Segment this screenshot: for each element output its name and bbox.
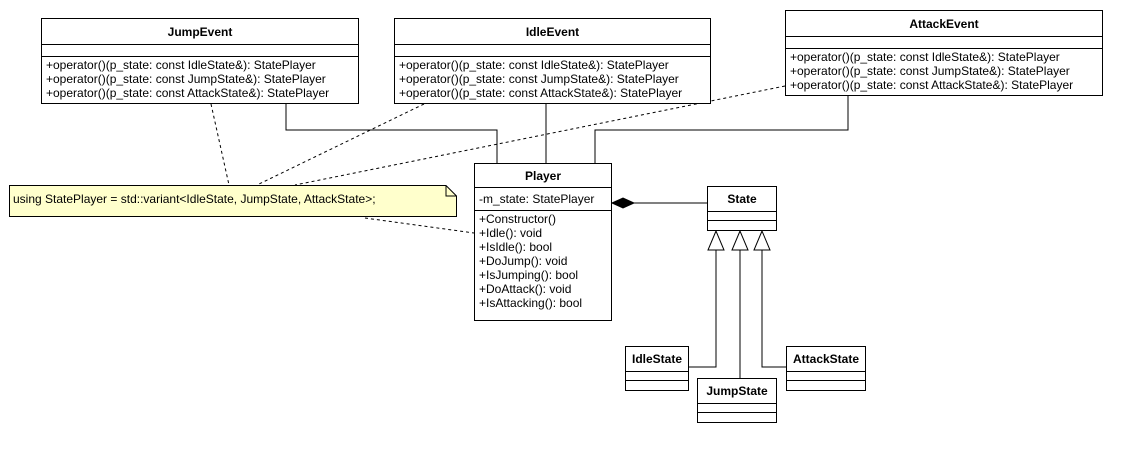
class-name: AttackEvent [786,11,1102,37]
attributes-compartment [42,45,358,57]
attributes-compartment [786,37,1102,49]
attackstate-generalization [761,250,786,368]
class-state[interactable]: State [707,186,777,231]
class-name: Player [475,164,611,188]
operation: +IsJumping(): bool [479,268,579,282]
operations-compartment [787,381,865,390]
note-anchor-attackevent [294,85,786,186]
inheritance-triangle-icon [753,229,771,251]
operation: +IsAttacking(): bool [479,296,583,310]
operation: +operator()(p_state: const JumpState&): … [399,72,679,86]
operations-compartment [698,413,776,422]
operations-compartment [708,221,776,230]
note-anchor-jumpevent [210,103,230,186]
note-folded-corner-icon [9,185,457,217]
attributes-compartment [787,372,865,381]
operation: +operator()(p_state: const IdleState&): … [399,58,669,72]
typedef-note: using StatePlayer = std::variant<IdleSta… [9,185,457,217]
operation: +IsIdle(): bool [479,240,553,254]
operations-compartment: +operator()(p_state: const IdleState&): … [42,57,358,101]
inheritance-triangle-icon [731,229,749,251]
operation: +Idle(): void [479,226,543,240]
class-idlestate[interactable]: IdleState [625,346,689,391]
class-name: IdleState [626,347,688,372]
operation: +Constructor() [479,212,557,226]
note-anchor-player [364,217,475,234]
operation: +operator()(p_state: const JumpState&): … [790,64,1070,78]
note-text: using StatePlayer = std::variant<IdleSta… [13,192,376,206]
class-name: JumpEvent [42,19,358,45]
attributes-compartment [626,372,688,381]
operation: +DoJump(): void [479,254,568,268]
operations-compartment: +Constructor() +Idle(): void +IsIdle(): … [475,211,611,311]
operation: +operator()(p_state: const IdleState&): … [46,58,316,72]
class-name: AttackState [787,347,865,372]
class-name: IdleEvent [395,19,710,45]
operation: +operator()(p_state: const IdleState&): … [790,50,1060,64]
attributes-compartment [708,212,776,221]
note-anchor-idleevent [256,103,425,186]
class-player[interactable]: Player -m_state: StatePlayer +Constructo… [474,163,612,321]
attackevent-player-association [594,96,849,163]
class-jumpevent[interactable]: JumpEvent +operator()(p_state: const Idl… [41,18,359,104]
attributes-compartment: -m_state: StatePlayer [475,188,611,211]
operations-compartment [626,381,688,390]
operations-compartment: +operator()(p_state: const IdleState&): … [395,57,710,101]
operation: +operator()(p_state: const AttackState&)… [399,86,683,100]
attribute: -m_state: StatePlayer [479,192,595,206]
class-name: State [708,187,776,212]
attributes-compartment [395,45,710,57]
operation: +operator()(p_state: const AttackState&)… [790,78,1074,92]
operations-compartment: +operator()(p_state: const IdleState&): … [786,49,1102,93]
class-name: JumpState [698,379,776,404]
class-idleevent[interactable]: IdleEvent +operator()(p_state: const Idl… [394,18,711,104]
class-attackstate[interactable]: AttackState [786,346,866,391]
composition-diamond-icon [610,197,636,209]
operation: +operator()(p_state: const JumpState&): … [46,72,326,86]
idlestate-generalization [689,250,717,368]
class-jumpstate[interactable]: JumpState [697,378,777,423]
class-attackevent[interactable]: AttackEvent +operator()(p_state: const I… [785,10,1103,96]
operation: +DoAttack(): void [479,282,572,296]
jumpevent-player-association [285,104,498,163]
operation: +operator()(p_state: const AttackState&)… [46,86,330,100]
attributes-compartment [698,404,776,413]
inheritance-triangle-icon [707,229,725,251]
